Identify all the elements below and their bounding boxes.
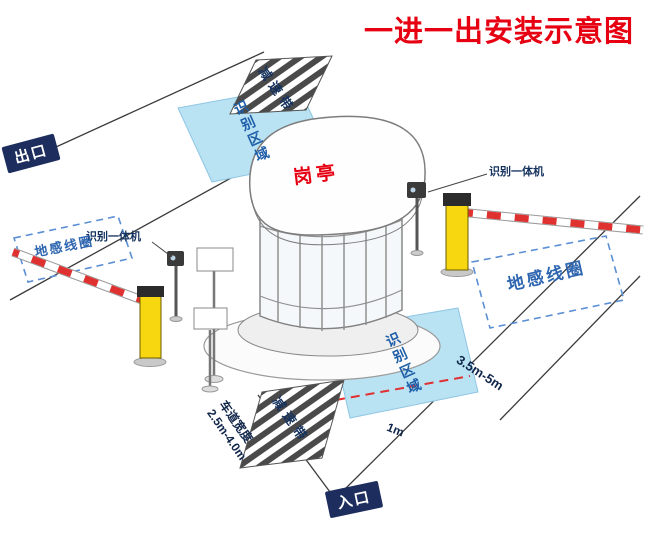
speed-bumps	[229, 55, 345, 469]
barrier-post-left	[139, 293, 162, 359]
barrier-gate-left	[11, 247, 167, 367]
one-meter-dashed-line	[335, 375, 471, 401]
camera-right-leader-line	[427, 173, 488, 193]
speed-bump-top-zone	[229, 55, 333, 115]
booth-window-sill	[259, 289, 403, 310]
recognition-camera-left	[151, 241, 184, 322]
sign-boards	[193, 247, 234, 393]
page-title: 一进一出安装示意图	[364, 16, 635, 48]
barrier-arm-left	[11, 248, 152, 307]
ground-coil-right-zone	[471, 235, 626, 329]
speed-bump-bottom-zone	[239, 379, 345, 469]
booth-roof	[249, 115, 426, 236]
ground-coil-zones	[12, 215, 626, 329]
camera-head-left-icon	[167, 251, 184, 266]
camera-head-right-icon	[407, 182, 426, 198]
recognition-machine-left-label: 识别一体机	[86, 231, 141, 243]
barrier-post-right	[445, 203, 469, 271]
recognition-machine-right-label: 识别一体机	[489, 166, 544, 178]
booth-label: 岗亭	[292, 162, 341, 189]
ground-coil-left-zone	[12, 215, 134, 283]
barrier-arm-right	[458, 208, 644, 234]
sign-board-1	[196, 247, 234, 272]
sign-board-2	[193, 307, 228, 330]
guard-booth	[203, 115, 441, 381]
booth-roof-edge	[251, 183, 425, 246]
barrier-post-left-cap	[137, 286, 164, 297]
recognition-camera-right	[407, 173, 488, 256]
barrier-gate-right	[440, 193, 644, 277]
barrier-post-right-cap	[443, 193, 471, 206]
camera-left-leader-line	[151, 241, 173, 258]
sign-base-2	[201, 385, 219, 393]
booth-window-mullions	[277, 211, 387, 331]
sign-base-1	[204, 375, 224, 383]
